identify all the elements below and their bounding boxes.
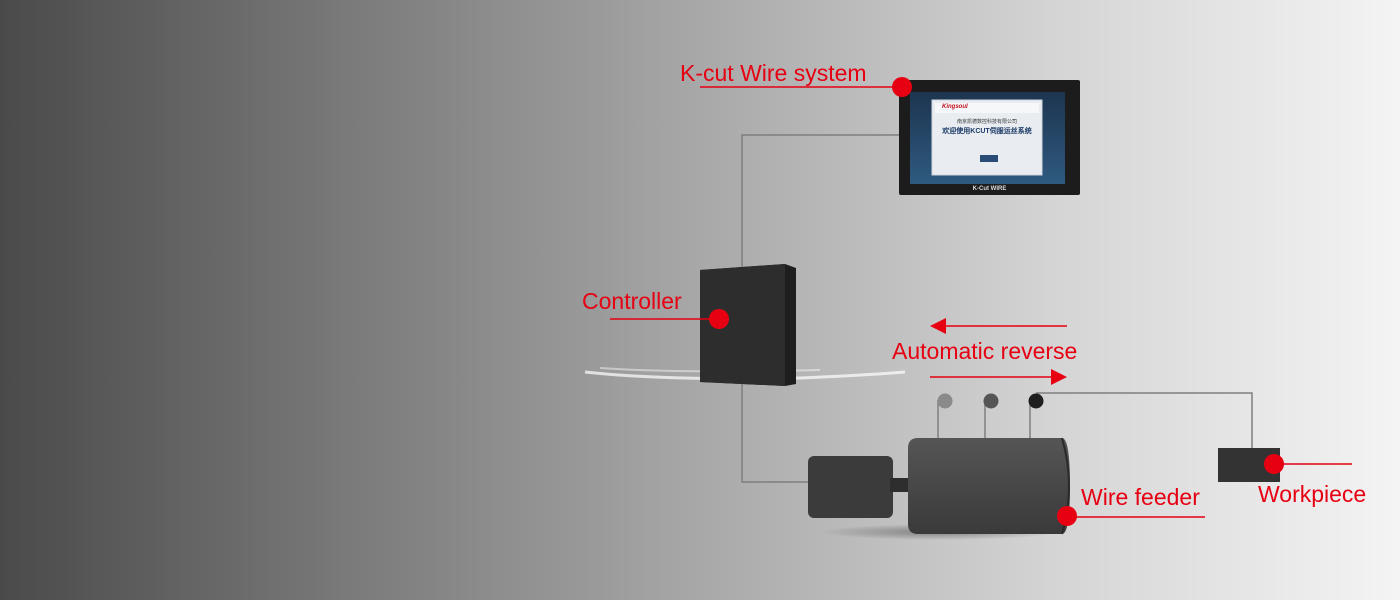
pulley-light (937, 393, 953, 409)
marker-feeder (1057, 506, 1077, 526)
sensor-pulleys (937, 393, 1044, 409)
wire-monitor-controller (741, 134, 899, 268)
monitor-device (899, 80, 1080, 195)
marker-system (892, 77, 912, 97)
label-automatic-reverse: Automatic reverse (892, 338, 1078, 364)
monitor-brand-logo: Kingsoul (942, 104, 968, 110)
arrow-right-icon (930, 369, 1067, 385)
pulley-mid (983, 393, 999, 409)
monitor-welcome-text: 欢迎使用KCUT伺服运丝系统 (942, 128, 1032, 135)
connection-wires (741, 134, 1253, 483)
label-wire-feeder: Wire feeder (1081, 484, 1200, 510)
pulley-dark (1028, 393, 1044, 409)
arrow-left-icon (930, 318, 1067, 334)
wire-feeder-device (808, 437, 1070, 540)
label-workpiece: Workpiece (1258, 481, 1367, 507)
wire-controller-feeder (741, 382, 808, 483)
marker-controller (709, 309, 729, 329)
marker-workpiece (1264, 454, 1284, 474)
label-k-cut-wire-system: K-cut Wire system (680, 60, 867, 86)
label-controller: Controller (582, 288, 682, 314)
monitor-company-name: 南京凯德数控科技有限公司 (956, 119, 1017, 125)
monitor-footer-label: K-Cut WIRE (972, 186, 1007, 192)
red-dot-icon (709, 77, 1284, 526)
wire-sensor-bus (1036, 392, 1253, 448)
controller-device (700, 264, 796, 386)
label-leader-lines (610, 86, 1352, 518)
